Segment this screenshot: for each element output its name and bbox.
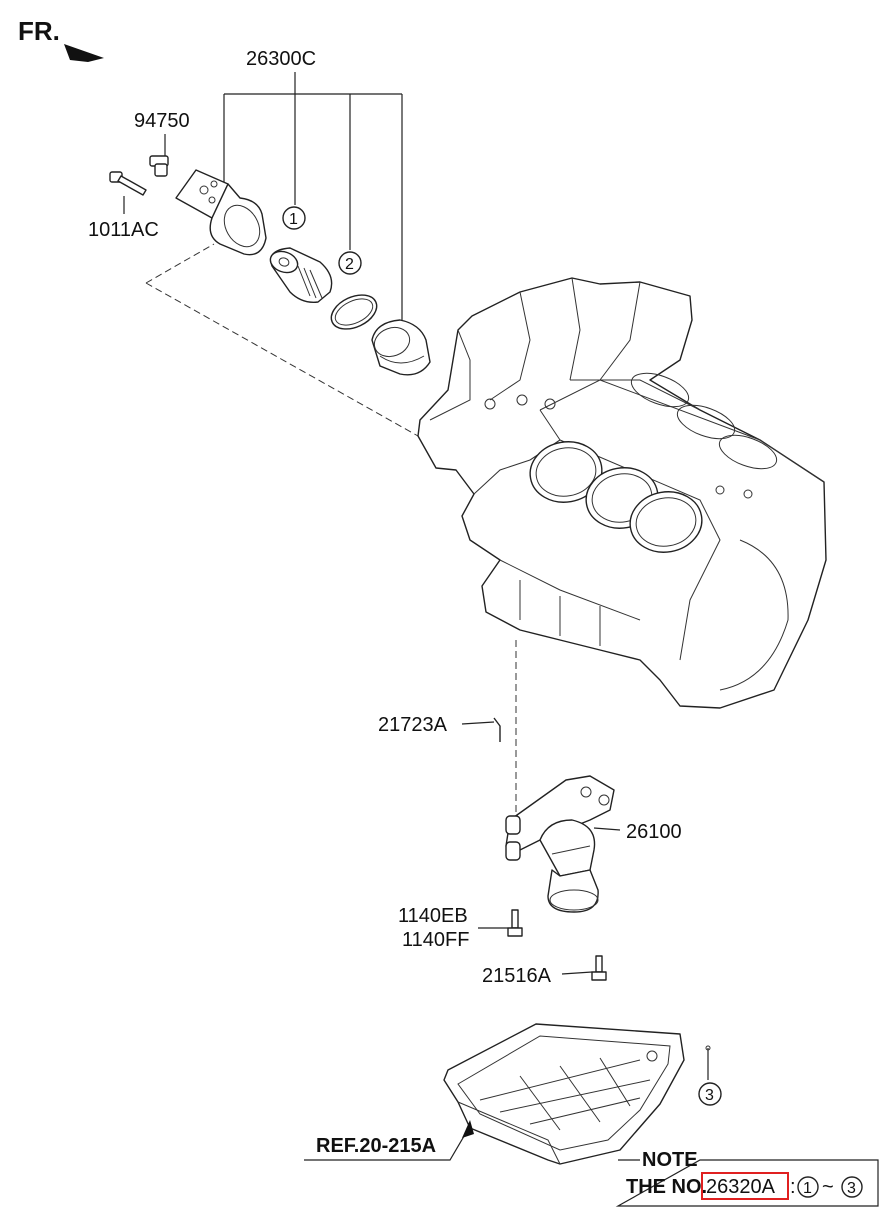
svg-text:3: 3 xyxy=(705,1087,714,1104)
front-arrow-icon xyxy=(64,44,104,62)
part-label-bolt-filter: 1011AC xyxy=(88,219,159,241)
note-prefix: THE NO. xyxy=(626,1176,707,1198)
part-label-assembly: 26300C xyxy=(246,48,316,70)
svg-text:1: 1 xyxy=(803,1180,812,1197)
note-separator: : xyxy=(790,1176,796,1198)
strainer-bolt xyxy=(507,909,523,937)
dowel-pin xyxy=(493,717,501,742)
note-range-end: 3 xyxy=(841,1176,863,1198)
ref-arrow-icon xyxy=(462,1120,474,1138)
callout-1: 1 xyxy=(282,206,306,230)
direction-label: FR. xyxy=(18,16,60,46)
note-title: NOTE xyxy=(642,1149,698,1171)
oil-pan xyxy=(443,1023,685,1165)
filter-housing xyxy=(175,169,267,256)
o-ring xyxy=(330,294,378,330)
assembly-bracket xyxy=(223,72,403,320)
part-label-drain-plug: 94750 xyxy=(134,110,190,132)
note-range-sep: ~ xyxy=(822,1176,834,1198)
part-label-bolt-b: 1140FF xyxy=(402,929,469,951)
callout-2: 2 xyxy=(338,251,362,275)
svg-text:2: 2 xyxy=(345,256,354,273)
note-highlight-box xyxy=(701,1172,789,1200)
part-label-strainer-bolt: 21723A xyxy=(378,714,448,736)
part-label-pan-bolt: 21516A xyxy=(482,965,552,987)
filter-bolt xyxy=(109,171,147,196)
svg-text:1: 1 xyxy=(289,211,298,228)
pan-bolt xyxy=(591,955,607,981)
part-label-bolt-a: 1140EB xyxy=(398,905,468,927)
note-part-no: 26320A xyxy=(706,1176,776,1198)
ref-label-oil-pan: REF.20-215A xyxy=(316,1135,436,1157)
drain-plug xyxy=(149,155,169,177)
part-label-oil-pump-strainer: 26100 xyxy=(626,821,682,843)
callout-3: 3 xyxy=(698,1082,722,1106)
svg-text:3: 3 xyxy=(847,1180,856,1197)
note-range-start: 1 xyxy=(797,1176,819,1198)
filter-cap xyxy=(371,319,431,376)
filter-element xyxy=(269,247,333,303)
note-box: NOTE THE NO. 26320A : 1 ~ 3 xyxy=(615,1149,879,1207)
engine-block xyxy=(417,277,827,709)
oil-pump-strainer xyxy=(505,775,615,913)
